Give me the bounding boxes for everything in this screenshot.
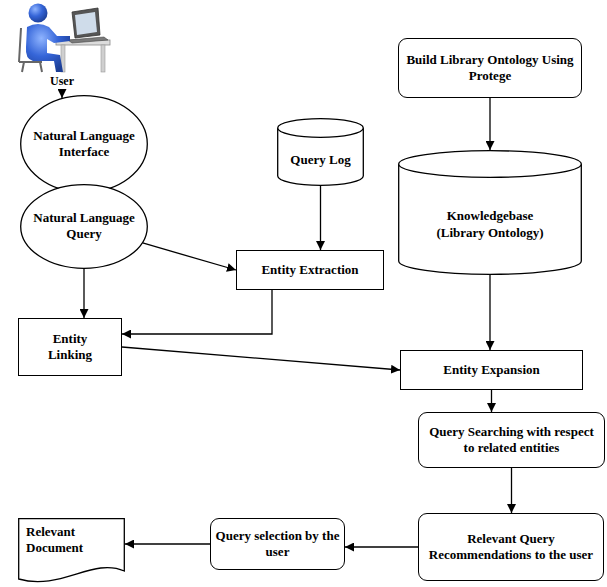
process-box: Entity Expansion — [400, 350, 583, 390]
arrow-connector — [489, 275, 490, 350]
ellipse-outline — [21, 184, 148, 268]
node-text: Relevant Document — [26, 524, 116, 557]
arrow-connector — [345, 546, 418, 547]
node-text: Relevant Query Recommendations to the us… — [423, 531, 599, 564]
user-node: User — [12, 0, 112, 92]
node-text: Build Library Ontology Using Protege — [405, 52, 575, 85]
user-illustration — [12, 0, 112, 74]
node-text: Entity Extraction — [261, 262, 358, 278]
node-text: Entity Expansion — [443, 362, 539, 378]
arrow-connector — [122, 290, 272, 334]
cylinder-body — [399, 164, 582, 274]
interface-ellipse: Natural Language Interface — [20, 95, 148, 193]
arrow-connector — [61, 92, 62, 98]
rounded-process-box: Query selection by the user — [210, 518, 345, 570]
document-outline — [19, 519, 125, 582]
node-text: Entity Linking — [39, 331, 101, 364]
process-box: Entity Linking — [18, 318, 122, 376]
rounded-process-box: Relevant Query Recommendations to the us… — [418, 513, 604, 581]
user-label: User — [50, 74, 74, 89]
node-text: Natural Language Interface — [28, 128, 140, 161]
arrow-connector — [122, 347, 400, 370]
interface-ellipse: Natural Language Query — [20, 184, 148, 269]
arrow-connector — [511, 468, 512, 513]
arrow-connector — [125, 543, 210, 544]
cylinder-top — [399, 151, 582, 178]
rounded-process-box: Query Searching with respect to related … — [418, 412, 605, 468]
arrow-connector — [489, 98, 490, 150]
database-cylinder: Knowledgebase (Library Ontology) — [398, 150, 582, 275]
arrow-connector — [143, 243, 236, 270]
node-text: Knowledgebase (Library Ontology) — [427, 208, 553, 241]
node-text: Query selection by the user — [216, 528, 340, 561]
database-cylinder: Query Log — [277, 118, 364, 186]
node-text: Query Searching with respect to related … — [423, 424, 600, 457]
node-text: Natural Language Query — [31, 210, 137, 243]
rounded-process-box: Build Library Ontology Using Protege — [398, 38, 582, 98]
arrow-connector — [491, 390, 492, 412]
arrow-connector — [320, 186, 321, 250]
ellipse-outline — [21, 96, 148, 193]
process-box: Entity Extraction — [236, 250, 384, 290]
arrow-connector — [83, 269, 84, 319]
document-shape: Relevant Document — [18, 518, 125, 585]
cylinder-top — [278, 119, 364, 138]
node-text: Query Log — [290, 152, 350, 168]
